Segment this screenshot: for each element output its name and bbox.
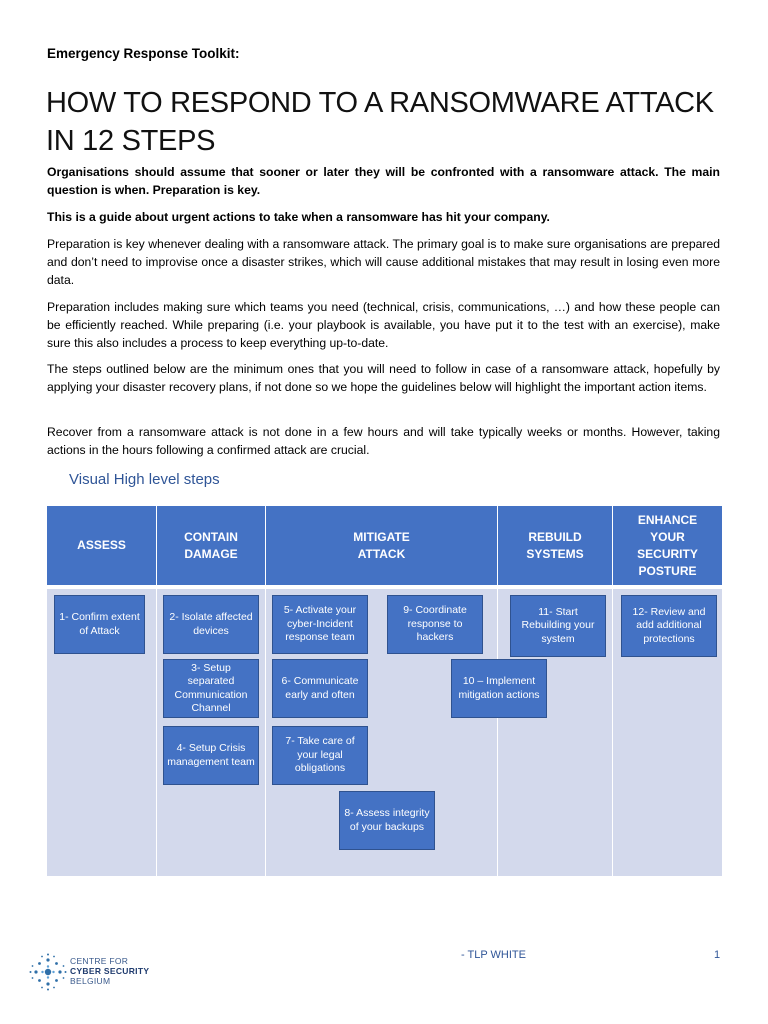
body-paragraph-3: The steps outlined below are the minimum…	[47, 362, 720, 394]
step-11: 11- Start Rebuilding your system	[510, 595, 606, 657]
step-4: 4- Setup Crisis management team	[163, 726, 259, 785]
logo-line-3: BELGIUM	[70, 976, 111, 986]
step-6: 6- Communicate early and often	[272, 659, 368, 718]
column-header-mitigate: MITIGATE ATTACK	[266, 506, 497, 585]
column-header-enhance: ENHANCE YOUR SECURITY POSTURE	[613, 506, 722, 585]
body-paragraph-1: Preparation is key whenever dealing with…	[47, 237, 720, 287]
document-kicker: Emergency Response Toolkit:	[47, 46, 240, 61]
column-header-rebuild: REBUILD SYSTEMS	[498, 506, 612, 585]
intro-paragraph-1: Organisations should assume that sooner …	[47, 165, 720, 197]
column-divider	[265, 506, 266, 876]
page-number: 1	[714, 949, 721, 961]
step-8: 8- Assess integrity of your backups	[339, 791, 435, 850]
column-divider	[612, 506, 613, 876]
ccb-logo-text: CENTRE FOR CYBER SECURITY BELGIUM	[70, 956, 149, 986]
document-title: HOW TO RESPOND TO A RANSOMWARE ATTACK IN…	[46, 87, 714, 157]
step-7: 7- Take care of your legal obligations	[272, 726, 368, 785]
step-1: 1- Confirm extent of Attack	[54, 595, 145, 654]
step-12: 12- Review and add additional protection…	[621, 595, 717, 657]
step-3: 3- Setup separated Communication Channel	[163, 659, 259, 718]
body-paragraph-4: Recover from a ransomware attack is not …	[47, 425, 720, 457]
intro-paragraph-2: This is a guide about urgent actions to …	[47, 210, 550, 224]
column-header-assess: ASSESS	[47, 506, 156, 585]
logo-line-1: CENTRE FOR	[70, 956, 129, 966]
step-10: 10 – Implement mitigation actions	[451, 659, 547, 718]
section-label: Visual High level steps	[69, 471, 220, 488]
steps-diagram: ASSESS CONTAIN DAMAGE MITIGATE ATTACK RE…	[47, 506, 722, 876]
step-9: 9- Coordinate response to hackers	[387, 595, 483, 654]
tlp-label: - TLP WHITE	[461, 949, 526, 961]
step-5: 5- Activate your cyber-Incident response…	[272, 595, 368, 654]
logo-line-2: CYBER SECURITY	[70, 966, 150, 976]
body-paragraph-2: Preparation includes making sure which t…	[47, 300, 720, 350]
header-separator	[47, 585, 722, 589]
column-divider	[156, 506, 157, 876]
ccb-logo-icon	[29, 953, 67, 991]
column-header-contain: CONTAIN DAMAGE	[157, 506, 265, 585]
step-2: 2- Isolate affected devices	[163, 595, 259, 654]
